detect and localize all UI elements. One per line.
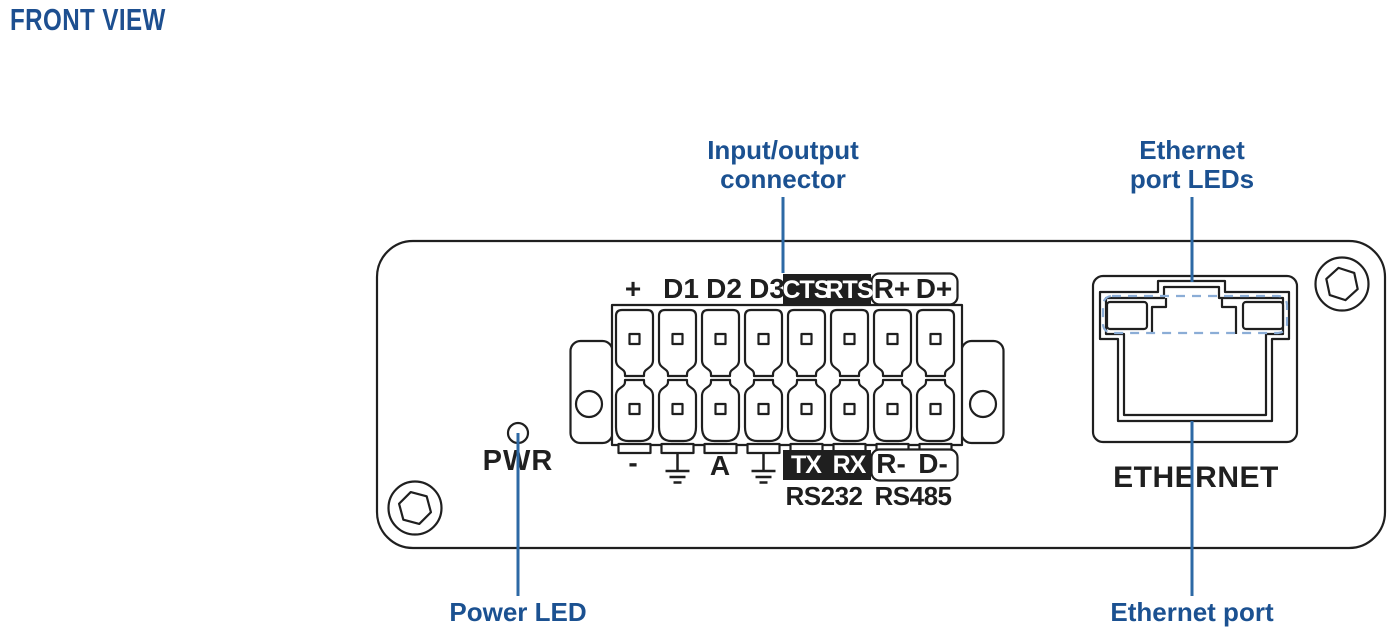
ethernet-led-right — [1241, 300, 1285, 331]
io-top-label: + — [625, 273, 641, 304]
io-top-label: R+ — [874, 273, 911, 304]
terminal-pin — [915, 308, 956, 455]
ground-icon — [751, 453, 776, 484]
ethernet-port — [1091, 274, 1299, 444]
screw-bottom-left-icon — [387, 480, 443, 536]
terminal-screw-slot — [800, 402, 813, 416]
terminal-screw-slot — [628, 332, 641, 346]
rs485-label: RS485 — [875, 481, 952, 511]
terminal-screw-slot — [929, 332, 942, 346]
io-top-highlight-cts-rts — [783, 274, 871, 304]
io-bottom-label: D- — [918, 448, 948, 479]
terminal-pin — [743, 308, 784, 455]
io-top-label: CTS — [783, 276, 830, 304]
terminal-pin — [614, 308, 655, 455]
ground-icon — [665, 453, 690, 484]
callout-ethernet-port-label: Ethernet port — [1110, 597, 1274, 627]
callout-ethernet-port-leds-line1: Ethernet — [1139, 135, 1245, 165]
terminal-screw-slot — [886, 402, 899, 416]
io-bottom-highlight-tx-rx — [783, 450, 871, 480]
ethernet-jack-latch-channel — [1150, 298, 1238, 334]
terminal-bottom-tab — [703, 442, 738, 455]
terminal-screw-slot — [671, 332, 684, 346]
rs232-label: RS232 — [786, 481, 863, 511]
terminal-screw-slot — [800, 332, 813, 346]
io-top-label: D1 — [663, 273, 699, 304]
callout-power-led: Power LED — [375, 598, 661, 627]
ethernet-leds-highlight — [1101, 294, 1289, 335]
terminal-screw-slot — [843, 332, 856, 346]
io-bottom-box-rs485 — [870, 448, 959, 482]
callout-ethernet-port-leds-line2: port LEDs — [1129, 164, 1255, 194]
terminal-pin — [786, 308, 827, 455]
terminal-pin — [657, 308, 698, 455]
io-bottom-label: A — [710, 450, 730, 481]
terminal-bottom-tab — [660, 442, 695, 455]
terminal-screw-slot — [671, 402, 684, 416]
io-top-label: D3 — [749, 273, 785, 304]
callout-power-led-label: Power LED — [449, 597, 587, 627]
io-mount-hole-left — [574, 389, 604, 419]
screw-top-right-icon — [1314, 256, 1370, 312]
callout-ethernet-port-leds: Ethernet port LEDs — [1049, 136, 1335, 194]
io-terminal-pins — [614, 308, 956, 455]
io-top-label: D+ — [916, 273, 953, 304]
io-bottom-label: R- — [876, 448, 906, 479]
page-title: FRONT VIEW — [10, 2, 166, 37]
io-mount-hole-right — [968, 389, 998, 419]
io-top-box-rs485 — [870, 272, 959, 306]
io-bottom-label: RX — [833, 451, 867, 479]
callout-io-connector: Input/output connector — [640, 136, 926, 194]
terminal-screw-slot — [843, 402, 856, 416]
callout-io-connector-line2: connector — [720, 164, 846, 194]
ethernet-jack-inner-outline — [1104, 285, 1285, 417]
terminal-screw-slot — [757, 402, 770, 416]
callout-ethernet-port: Ethernet port — [1049, 598, 1335, 627]
callout-io-connector-line1: Input/output — [707, 135, 859, 165]
terminal-screw-slot — [628, 402, 641, 416]
terminal-screw-slot — [757, 332, 770, 346]
ethernet-label: ETHERNET — [1113, 461, 1279, 494]
io-bottom-label: - — [628, 447, 637, 478]
io-top-label: RTS — [826, 276, 873, 304]
io-bottom-label: TX — [791, 451, 822, 479]
terminal-pin — [829, 308, 870, 455]
terminal-screw-slot — [929, 402, 942, 416]
ethernet-led-left — [1105, 300, 1149, 331]
terminal-pin — [700, 308, 741, 455]
io-top-label: D2 — [706, 273, 742, 304]
terminal-bottom-tab — [746, 442, 781, 455]
io-connector: + D1 D2 D3 CTS RTS R+ D+ - A TX RX R- D-… — [569, 272, 1005, 511]
terminal-bottom-tab — [617, 442, 652, 455]
terminal-screw-slot — [714, 402, 727, 416]
terminal-screw-slot — [714, 332, 727, 346]
terminal-screw-slot — [886, 332, 899, 346]
ethernet-jack-outline — [1098, 279, 1291, 423]
